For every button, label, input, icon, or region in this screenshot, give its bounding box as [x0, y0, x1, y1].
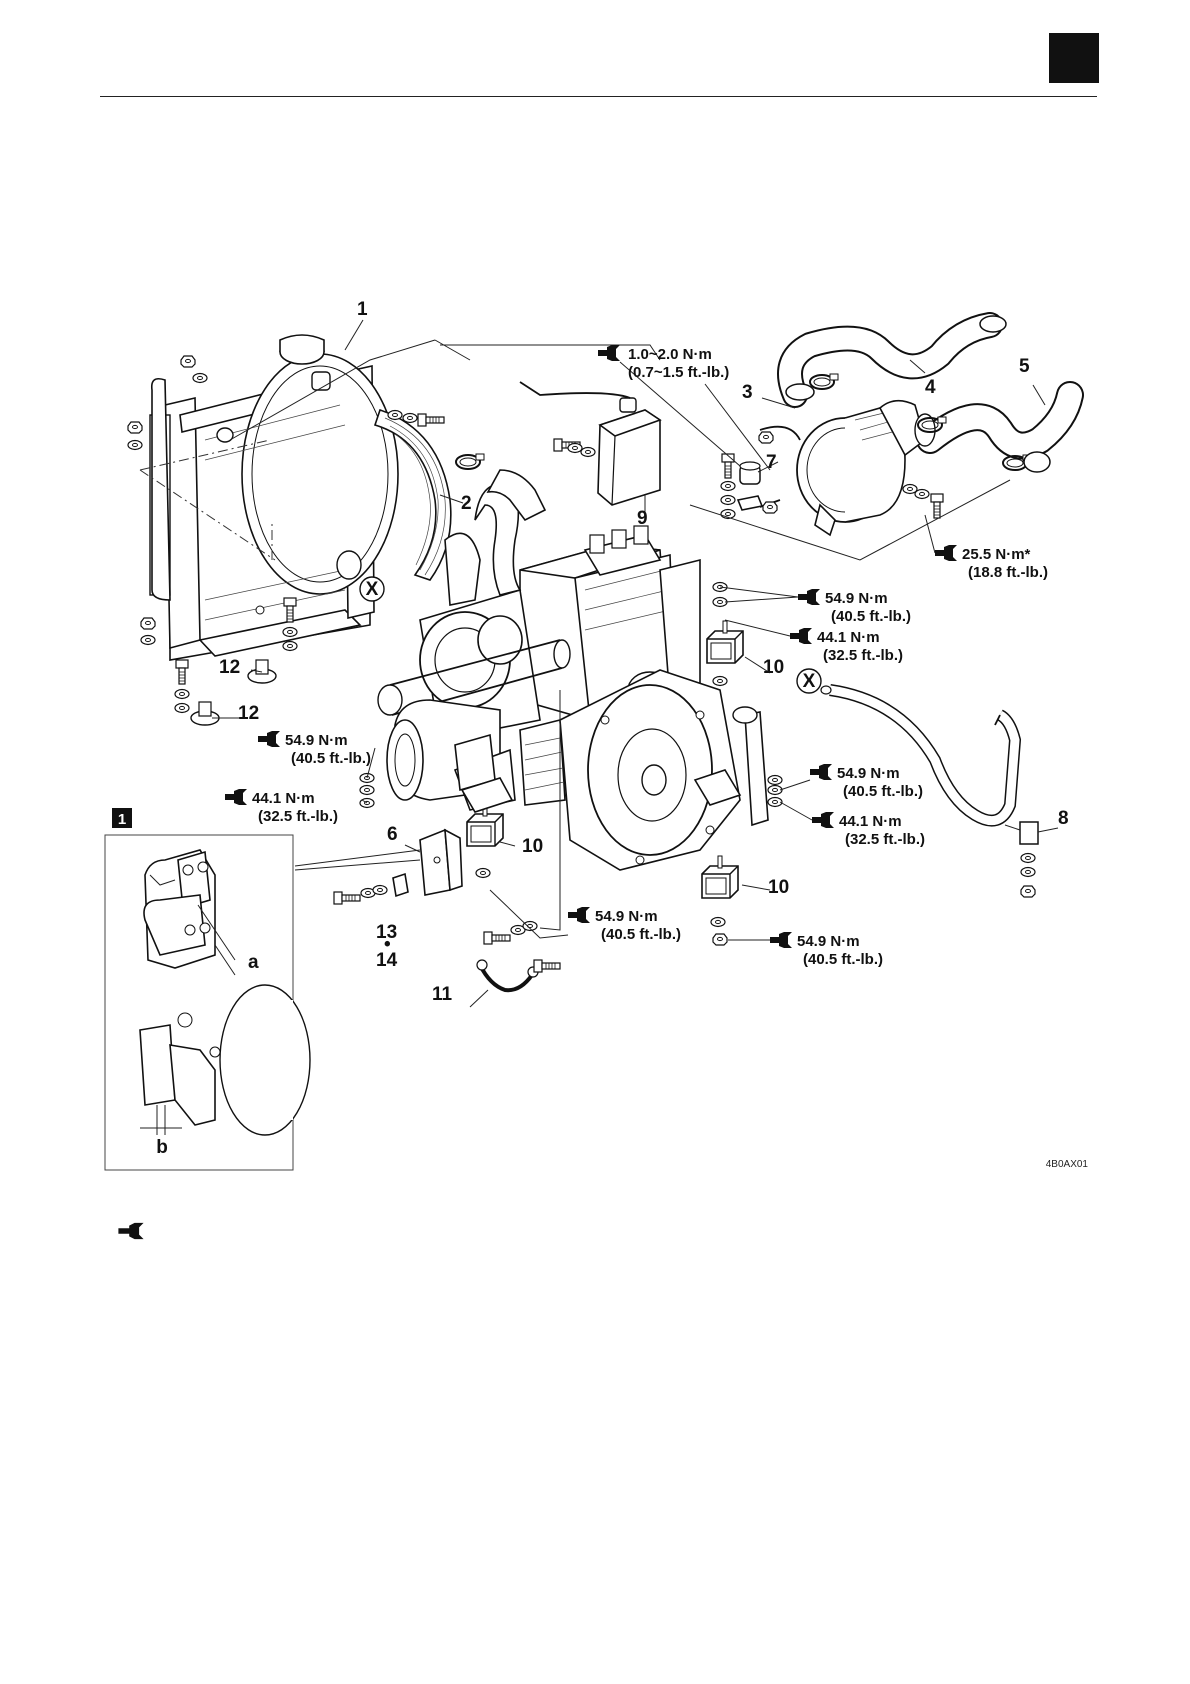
air-cleaner	[796, 399, 947, 537]
reference-x-left: X	[359, 576, 385, 602]
svg-text:1: 1	[118, 811, 126, 828]
wrench-icon	[790, 628, 812, 644]
svg-text:54.9 N·m: 54.9 N·m	[825, 590, 888, 607]
air-sensor	[736, 461, 764, 511]
wrench-icon	[812, 812, 834, 828]
wrench-icon	[258, 731, 280, 747]
wrench-icon	[568, 907, 590, 923]
torque-m1: 54.9 N·m (40.5 ft.-lb.)	[810, 764, 923, 800]
callout-13: 13	[376, 922, 397, 943]
section-tab	[1049, 33, 1099, 83]
engine-mount-10b	[466, 803, 504, 847]
radiator	[139, 334, 399, 661]
torque-b: 54.9 N·m (40.5 ft.-lb.)	[770, 932, 883, 968]
leader-lines	[212, 319, 1059, 1008]
callout-10a: 10	[763, 657, 784, 678]
engine-block	[377, 469, 769, 871]
svg-text:1.0~2.0 N·m: 1.0~2.0 N·m	[628, 346, 712, 363]
callout-14: 14	[376, 950, 398, 971]
wrench-icon	[770, 932, 792, 948]
torque-m2: 44.1 N·m (32.5 ft.-lb.)	[812, 812, 925, 848]
wrench-icon	[598, 345, 620, 361]
callout-12b: 12	[238, 703, 259, 724]
torque-l2: 44.1 N·m (32.5 ft.-lb.)	[225, 789, 338, 825]
svg-text:(40.5 ft.-lb.): (40.5 ft.-lb.)	[291, 750, 371, 767]
svg-text:25.5 N·m*: 25.5 N·m*	[962, 546, 1031, 563]
torque-res: 1.0~2.0 N·m (0.7~1.5 ft.-lb.)	[598, 345, 729, 381]
svg-text:44.1 N·m: 44.1 N·m	[817, 629, 880, 646]
callout-10b: 10	[522, 836, 543, 857]
wrench-icon	[935, 545, 957, 561]
svg-text:(40.5 ft.-lb.): (40.5 ft.-lb.)	[803, 951, 883, 968]
svg-text:(0.7~1.5 ft.-lb.): (0.7~1.5 ft.-lb.)	[628, 364, 729, 381]
svg-text:54.9 N·m: 54.9 N·m	[595, 908, 658, 925]
svg-text:(40.5 ft.-lb.): (40.5 ft.-lb.)	[831, 608, 911, 625]
callout-labels: 1 2 3 4 5 6 7 8 9 10 10 10 11 12 12 13 •…	[219, 299, 1069, 1005]
fan-shroud	[373, 408, 485, 581]
callout-8: 8	[1058, 808, 1069, 829]
svg-text:X: X	[366, 579, 379, 600]
callout-6: 6	[387, 824, 398, 845]
lower-hose	[916, 381, 1084, 473]
svg-text:(32.5 ft.-lb.): (32.5 ft.-lb.)	[823, 647, 903, 664]
svg-text:X: X	[803, 671, 816, 692]
svg-text:44.1 N·m: 44.1 N·m	[839, 813, 902, 830]
reserve-tank	[519, 381, 662, 506]
reference-x-right: X	[796, 668, 822, 694]
svg-text:44.1 N·m: 44.1 N·m	[252, 790, 315, 807]
figure-code: 4B0AX01	[1046, 1159, 1089, 1170]
drain-hose-x	[820, 684, 1022, 827]
dimension-a: a	[248, 952, 259, 973]
torque-c: 54.9 N·m (40.5 ft.-lb.)	[568, 907, 681, 943]
callout-7: 7	[766, 452, 777, 473]
callout-10c: 10	[768, 877, 789, 898]
callout-9: 9	[637, 508, 648, 529]
wrench-icon	[118, 1222, 144, 1240]
callout-11: 11	[432, 984, 453, 1005]
svg-text:(18.8 ft.-lb.): (18.8 ft.-lb.)	[968, 564, 1048, 581]
svg-text:(40.5 ft.-lb.): (40.5 ft.-lb.)	[843, 783, 923, 800]
svg-text:(40.5 ft.-lb.): (40.5 ft.-lb.)	[601, 926, 681, 943]
wrench-icon	[798, 589, 820, 605]
callout-2: 2	[461, 493, 472, 514]
svg-text:(32.5 ft.-lb.): (32.5 ft.-lb.)	[845, 831, 925, 848]
svg-text:54.9 N·m: 54.9 N·m	[285, 732, 348, 749]
ground-cable	[476, 959, 539, 993]
wrench-icon	[225, 789, 247, 805]
callout-3: 3	[742, 382, 753, 403]
drain-cock	[1004, 821, 1039, 845]
torque-l1: 54.9 N·m (40.5 ft.-lb.)	[258, 731, 371, 767]
callout-1: 1	[357, 299, 368, 320]
inset-detail: 1 a b	[104, 808, 311, 1171]
torque-r2: 44.1 N·m (32.5 ft.-lb.)	[790, 628, 903, 664]
svg-text:54.9 N·m: 54.9 N·m	[797, 933, 860, 950]
engine-mount-10c	[701, 855, 739, 899]
wrench-icon	[810, 764, 832, 780]
callout-12a: 12	[219, 657, 240, 678]
torque-r1: 54.9 N·m (40.5 ft.-lb.)	[798, 589, 911, 625]
dimension-b: b	[156, 1137, 168, 1158]
svg-text:54.9 N·m: 54.9 N·m	[837, 765, 900, 782]
bracket-6	[419, 828, 463, 896]
callout-13-separator: •	[384, 934, 391, 955]
upper-hose	[777, 312, 1007, 408]
callout-5: 5	[1019, 356, 1030, 377]
bracket-12b	[190, 701, 220, 726]
svg-text:(32.5 ft.-lb.): (32.5 ft.-lb.)	[258, 808, 338, 825]
engine-mount-10a	[706, 620, 744, 664]
header-rule	[100, 96, 1097, 97]
bracket-12a	[247, 659, 277, 684]
callout-4: 4	[925, 377, 936, 398]
torque-air: 25.5 N·m* (18.8 ft.-lb.)	[935, 545, 1048, 581]
